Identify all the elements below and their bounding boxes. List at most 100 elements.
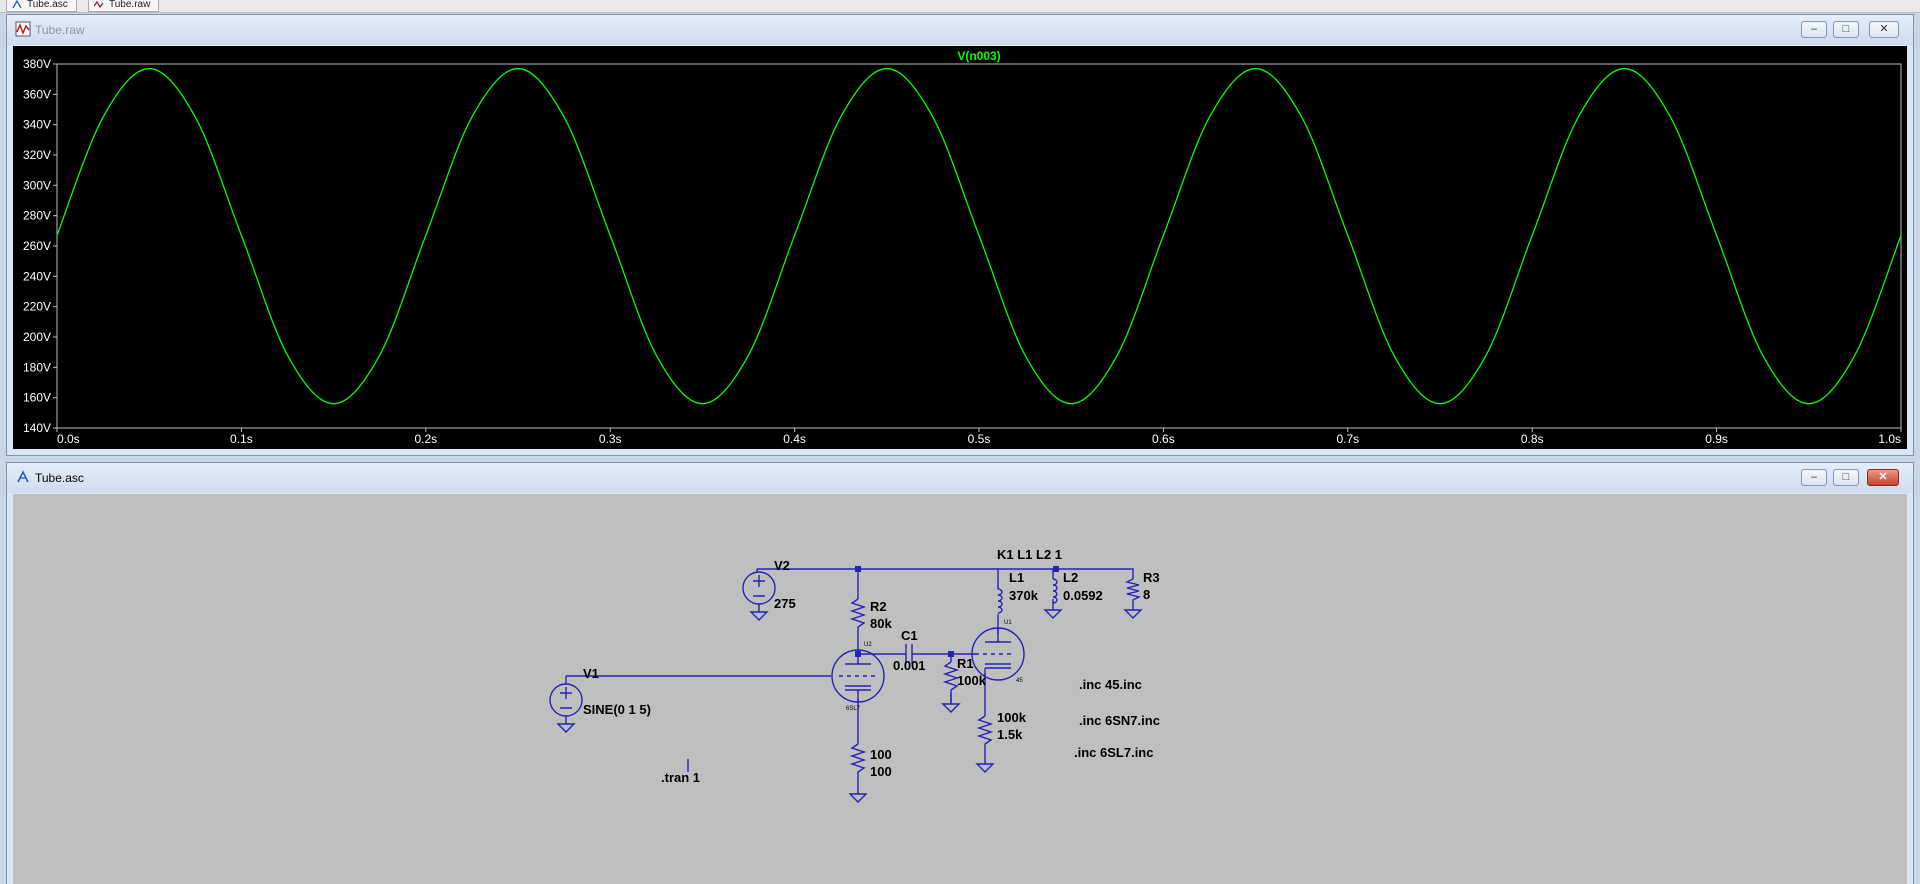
minimize-button[interactable]: – xyxy=(1801,21,1827,38)
inc-6sl7-directive[interactable]: .inc 6SL7.inc xyxy=(1074,745,1154,760)
u2-ref[interactable]: U2 xyxy=(864,642,872,648)
restore-button[interactable]: □ xyxy=(1833,21,1859,38)
restore-icon: □ xyxy=(1842,471,1850,483)
l1-value[interactable]: 370k xyxy=(1009,588,1038,603)
schematic-icon xyxy=(12,0,22,9)
schematic-drawing[interactable] xyxy=(13,494,1907,884)
l2-name[interactable]: L2 xyxy=(1063,570,1079,585)
plot-frame xyxy=(56,63,1902,429)
resistor-r2[interactable] xyxy=(849,598,867,632)
waveform-plot[interactable]: 140V 160V 180V 200V 220V 240V 260V 280V 300V 320V… xyxy=(13,46,1905,448)
l1-name[interactable]: L1 xyxy=(1009,570,1025,585)
waveform-window: Tube.raw – □ ✕ 140V 160V 180V 200V 220V 240V 2… xyxy=(6,14,1914,456)
y-tick-label: 200V xyxy=(23,330,51,344)
capacitor-c1[interactable] xyxy=(905,644,920,664)
tab-label: Tube.raw xyxy=(109,0,151,10)
trace-label[interactable]: V(n003) xyxy=(957,49,1000,63)
x-tick-label: 0.1s xyxy=(230,432,253,446)
r1-value[interactable]: 100k xyxy=(957,673,986,688)
y-tick-label: 320V xyxy=(23,148,51,162)
vacuum-tube-u1[interactable] xyxy=(971,627,1025,681)
resistor-r1[interactable] xyxy=(941,661,961,713)
x-tick-label: 0.2s xyxy=(414,432,437,446)
rk1-name[interactable]: 100 xyxy=(870,747,892,762)
tab-tube-asc[interactable]: Tube.asc xyxy=(6,0,77,12)
plot-background xyxy=(13,46,1907,449)
l2-value[interactable]: 0.0592 xyxy=(1063,588,1103,603)
x-tick-label: 0.5s xyxy=(968,432,991,446)
close-button[interactable]: ✕ xyxy=(1869,21,1899,38)
y-tick-label: 220V xyxy=(23,300,51,314)
wire-secondary[interactable] xyxy=(1043,568,1134,579)
rk2-value[interactable]: 1.5k xyxy=(997,727,1023,742)
rk2-name[interactable]: 100k xyxy=(997,710,1026,725)
voltage-source-v2[interactable] xyxy=(742,571,776,621)
v1-name[interactable]: V1 xyxy=(583,666,599,681)
y-tick-label: 160V xyxy=(23,391,51,405)
inc-45-directive[interactable]: .inc 45.inc xyxy=(1079,677,1142,692)
r3-value[interactable]: 8 xyxy=(1143,587,1151,602)
y-tick-label: 340V xyxy=(23,118,51,132)
y-tick-label: 180V xyxy=(23,360,51,374)
waveform-window-titlebar[interactable]: Tube.raw – □ ✕ xyxy=(7,15,1913,45)
v2-name[interactable]: V2 xyxy=(774,558,790,573)
u1-model[interactable]: 45 xyxy=(1016,678,1023,684)
x-tick-label: 0.4s xyxy=(783,432,806,446)
waveform-plot-pane[interactable]: 140V 160V 180V 200V 220V 240V 260V 280V 300V 320V… xyxy=(13,46,1907,449)
vacuum-tube-u2[interactable] xyxy=(831,649,885,703)
y-tick-label: 140V xyxy=(23,421,51,435)
y-tick-label: 360V xyxy=(23,87,51,101)
schematic-background xyxy=(13,494,1907,884)
r2-value[interactable]: 80k xyxy=(870,616,892,631)
schematic-window-titlebar[interactable]: Tube.asc – □ ✕ xyxy=(7,463,1913,493)
v1-value[interactable]: SINE(0 1 5) xyxy=(583,702,651,717)
r3-name[interactable]: R3 xyxy=(1143,570,1160,585)
inc-6sn7-directive[interactable]: .inc 6SN7.inc xyxy=(1079,713,1160,728)
close-icon: ✕ xyxy=(1878,471,1888,483)
plot-axes: 140V 160V 180V 200V 220V 240V 260V 280V 300V 320V… xyxy=(23,49,1902,446)
r1-name[interactable]: R1 xyxy=(957,656,974,671)
schematic-icon xyxy=(17,470,29,483)
tab-tube-raw[interactable]: Tube.raw xyxy=(88,0,160,12)
plot-series xyxy=(56,67,1902,405)
close-button[interactable]: ✕ xyxy=(1867,469,1899,486)
r2-name[interactable]: R2 xyxy=(870,599,887,614)
x-tick-label: 0.9s xyxy=(1705,432,1728,446)
x-tick-label: 0.0s xyxy=(57,432,80,446)
document-tab-strip: Tube.asc Tube.raw xyxy=(0,0,1920,13)
c1-value[interactable]: 0.001 xyxy=(893,658,926,673)
resistor-r3[interactable] xyxy=(1123,578,1143,619)
k1-directive[interactable]: K1 L1 L2 1 xyxy=(997,547,1063,562)
tran-directive[interactable]: .tran 1 xyxy=(661,770,701,785)
tab-label: Tube.asc xyxy=(27,0,68,10)
schematic-canvas[interactable]: V2 275 R2 80k C1 0.001 R1 100k K1 L1 L2 … xyxy=(13,494,1907,884)
minimize-icon: – xyxy=(1810,23,1818,35)
rk1-value[interactable]: 100 xyxy=(870,764,892,779)
restore-icon: □ xyxy=(1842,23,1850,35)
minimize-button[interactable]: – xyxy=(1801,469,1827,486)
window-title: Tube.raw xyxy=(35,23,85,37)
y-tick-label: 300V xyxy=(23,178,51,192)
restore-button[interactable]: □ xyxy=(1833,469,1859,486)
minimize-icon: – xyxy=(1810,471,1818,483)
u1-ref[interactable]: U1 xyxy=(1004,620,1012,626)
voltage-source-v1[interactable] xyxy=(549,683,583,733)
x-tick-label: 0.3s xyxy=(599,432,622,446)
resistor-cathode-u1[interactable] xyxy=(975,715,995,773)
y-tick-label: 280V xyxy=(23,209,51,223)
x-tick-label: 1.0s xyxy=(1878,432,1901,446)
schematic-window: Tube.asc – □ ✕ xyxy=(6,462,1914,884)
c1-name[interactable]: C1 xyxy=(901,628,918,643)
inductor-l1[interactable] xyxy=(997,588,1003,614)
y-tick-label: 260V xyxy=(23,239,51,253)
window-title: Tube.asc xyxy=(35,471,84,485)
v2-value[interactable]: 275 xyxy=(774,596,796,611)
x-tick-label: 0.7s xyxy=(1336,432,1359,446)
inductor-l2[interactable] xyxy=(1043,578,1063,619)
series-line-v-n003[interactable] xyxy=(56,67,1902,405)
u2-model[interactable]: 6SL7 xyxy=(846,706,861,712)
resistor-cathode-u2[interactable] xyxy=(848,743,868,803)
waveform-icon xyxy=(15,21,31,37)
y-tick-label: 380V xyxy=(23,57,51,71)
y-tick-label: 240V xyxy=(23,269,51,283)
